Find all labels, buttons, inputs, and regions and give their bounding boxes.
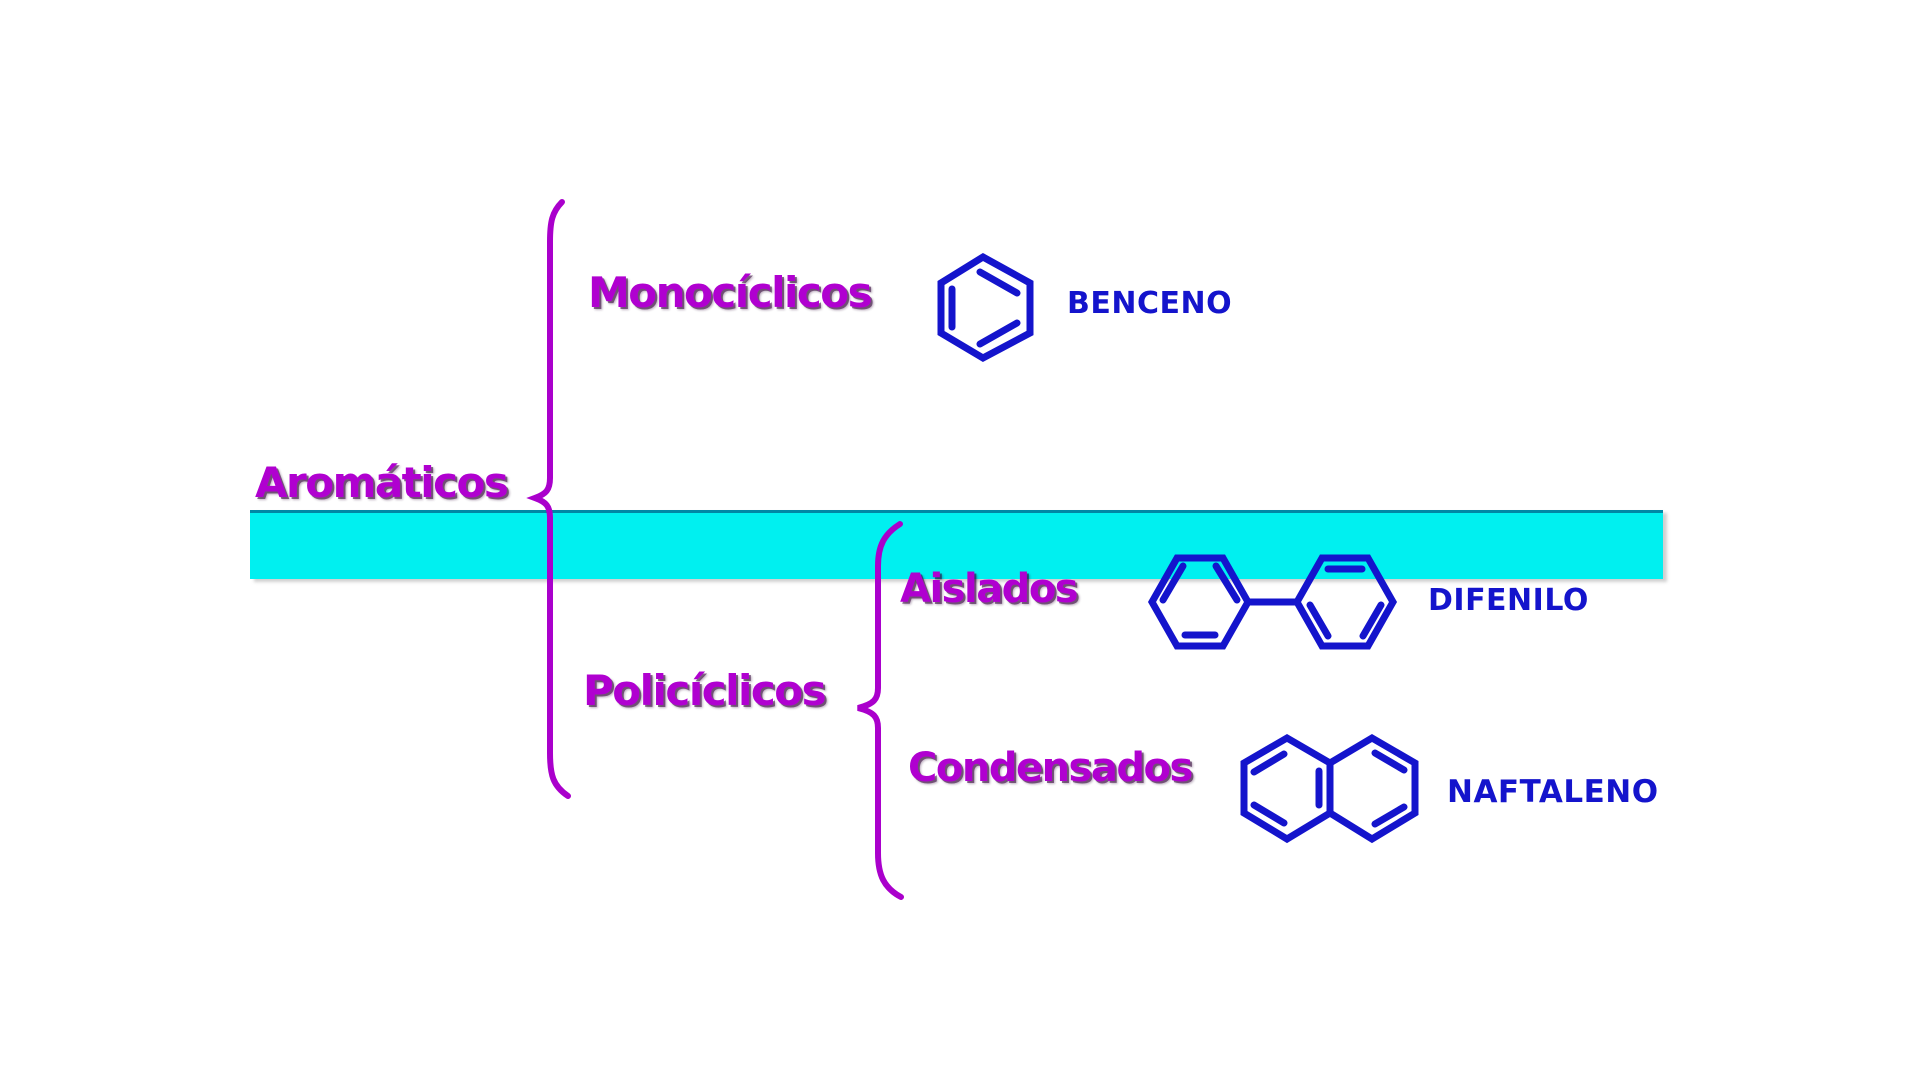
compound-label-difenilo: DIFENILO <box>1428 583 1589 618</box>
inner-brace <box>857 521 904 900</box>
root-label-aromaticos: Aromáticos <box>255 458 509 507</box>
branch-label-policiclicos: Policíclicos <box>583 666 827 715</box>
compound-label-benceno: BENCENO <box>1067 286 1233 321</box>
benzene-ring-icon <box>937 252 1034 363</box>
naphthalene-icon <box>1240 733 1419 844</box>
outer-brace <box>526 199 571 799</box>
compound-label-naftaleno: NAFTALENO <box>1447 774 1659 810</box>
subbranch-label-aislados: Aislados <box>900 566 1079 612</box>
subbranch-label-condensados: Condensados <box>908 745 1193 791</box>
branch-label-monociclicos: Monocíclicos <box>588 268 873 317</box>
highlight-band <box>250 510 1663 579</box>
